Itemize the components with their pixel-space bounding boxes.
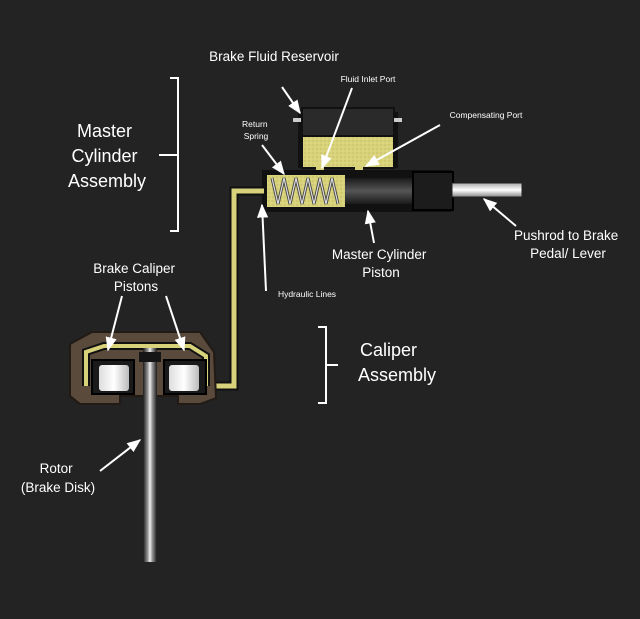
brake-fluid-reservoir bbox=[293, 107, 402, 174]
label-brake-fluid-reservoir: Brake Fluid Reservoir bbox=[209, 49, 339, 64]
master-cylinder-bracket bbox=[159, 77, 179, 232]
label-brake-caliper-pistons: Brake Caliper Pistons bbox=[93, 261, 179, 294]
label-pushrod: Pushrod to Brake Pedal/ Lever bbox=[514, 228, 622, 261]
cylinder-bore bbox=[262, 170, 454, 212]
label-master-cylinder-assembly: Master Cylinder Assembly bbox=[68, 121, 146, 191]
label-fluid-inlet-port: Fluid Inlet Port bbox=[341, 74, 396, 84]
master-cylinder bbox=[262, 107, 523, 212]
hydraulic-lines bbox=[200, 186, 264, 391]
label-compensating-port: Compensating Port bbox=[450, 110, 523, 120]
pushrod bbox=[451, 182, 523, 198]
caliper-piston-left bbox=[91, 359, 135, 395]
label-master-cylinder-piston: Master Cylinder Piston bbox=[332, 247, 430, 280]
return-spring bbox=[270, 177, 340, 205]
pointer-arrows bbox=[99, 86, 517, 472]
caliper-piston-right bbox=[163, 359, 207, 395]
caliper-bracket bbox=[318, 326, 338, 404]
rotor-disk bbox=[139, 348, 161, 562]
label-hydraulic-lines: Hydraulic Lines bbox=[278, 289, 336, 299]
label-rotor: Rotor (Brake Disk) bbox=[21, 461, 95, 495]
label-caliper-assembly: Caliper Assembly bbox=[358, 340, 436, 385]
label-return-spring: Return Spring bbox=[242, 119, 270, 141]
